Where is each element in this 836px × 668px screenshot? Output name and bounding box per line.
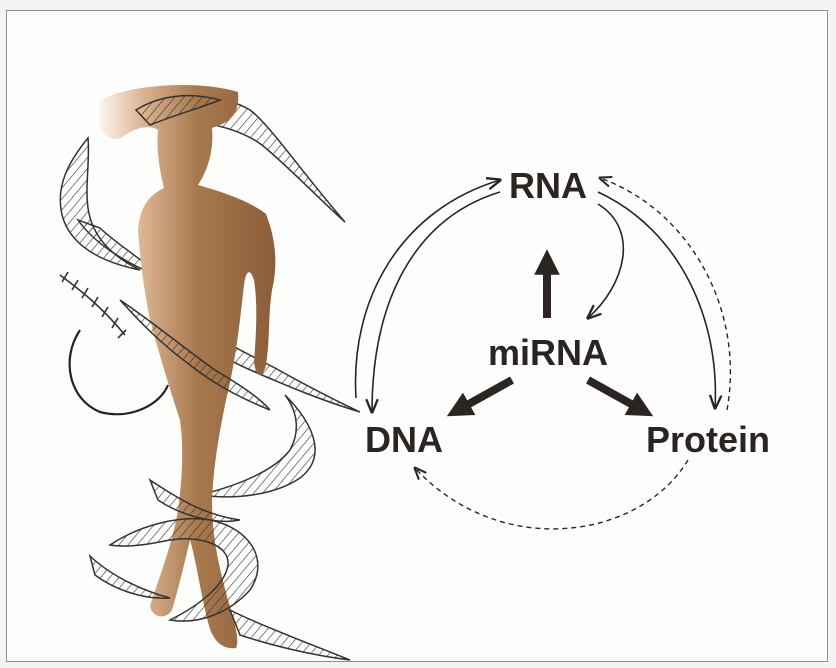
rna-strand xyxy=(60,272,126,338)
node-dna: DNA xyxy=(365,419,443,460)
edge-mirna-to-protein xyxy=(588,380,642,410)
edge-rna-to-mirna xyxy=(588,204,623,318)
edge-rna-to-protein xyxy=(598,192,715,408)
flow-diagram: RNA miRNA DNA Protein xyxy=(356,165,770,529)
strand-loop xyxy=(70,330,168,414)
edge-protein-to-rna-dashed xyxy=(600,178,730,410)
node-protein: Protein xyxy=(646,419,770,460)
node-rna: RNA xyxy=(509,165,587,206)
edge-dna-to-rna xyxy=(356,180,500,398)
node-mirna: miRNA xyxy=(488,332,608,373)
human-dna-illustration xyxy=(60,85,360,660)
edge-protein-to-dna-dashed xyxy=(415,460,688,529)
edge-mirna-to-dna xyxy=(458,380,512,410)
edge-rna-to-dna xyxy=(372,192,500,412)
